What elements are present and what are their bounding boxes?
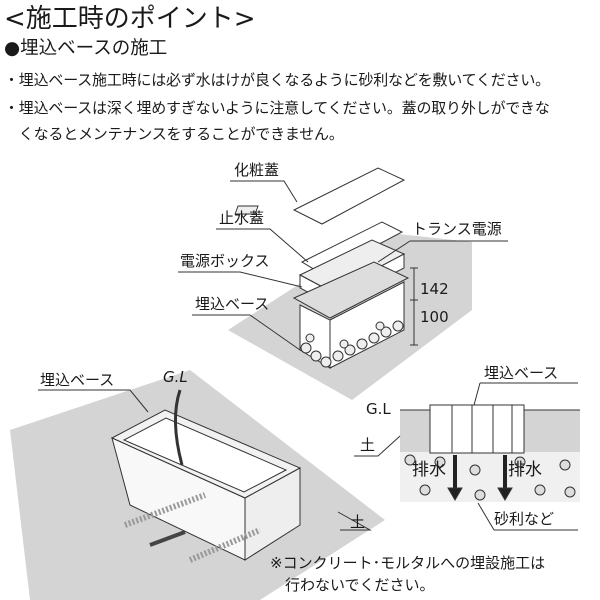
leader-lines	[354, 382, 578, 531]
page-title: <施工時のポイント>	[4, 4, 256, 34]
label-section-gl: G.L	[366, 400, 391, 418]
base-rim	[292, 261, 410, 319]
section-heading: ●埋込ベースの施工	[4, 38, 168, 59]
bullet-item: ・埋込ベースは深く埋めすぎないように注意してください。蓋の取り外しができな	[4, 99, 550, 117]
label-installed-gl: G.L	[163, 368, 188, 386]
label-embedded-base: 埋込ベース	[195, 295, 270, 313]
label-waterproof-lid: 止水蓋	[219, 209, 265, 227]
corrugated-pipes	[123, 492, 262, 563]
embedded-base-section	[429, 404, 525, 454]
label-power-box: 電源ボックス	[180, 252, 270, 270]
label-transformer: トランス電源	[412, 220, 502, 238]
installed-view-illustration	[10, 370, 385, 600]
dimension-142: 142	[420, 280, 449, 298]
drain-arrows	[453, 455, 507, 490]
label-drain-right: 排水	[508, 460, 542, 480]
cable	[173, 389, 184, 466]
label-gravel: 砂利など	[494, 510, 555, 528]
gravel	[300, 320, 404, 368]
base-opening	[122, 417, 288, 493]
dimension-100: 100	[420, 308, 449, 326]
leader-lines	[38, 389, 372, 531]
bullet-item: くなるとメンテナンスをすることができません。	[4, 125, 344, 143]
label-decorative-lid: 化粧蓋	[234, 161, 280, 179]
exploded-view-illustration	[178, 167, 508, 400]
label-installed-base: 埋込ベース	[40, 371, 115, 389]
gravel-stones	[404, 454, 576, 501]
base-side	[244, 467, 301, 561]
cross-section-illustration	[354, 382, 580, 531]
note-line: 行わないでください。	[270, 576, 435, 594]
lid-window	[234, 205, 259, 215]
dimension-lines	[410, 267, 418, 346]
label-section-soil: 土	[360, 436, 376, 454]
label-section-base: 埋込ベース	[484, 364, 559, 382]
note-line: ※コンクリート･モルタルへの埋設施工は	[270, 554, 546, 572]
leader-lines	[178, 180, 508, 351]
label-drain-left: 排水	[412, 460, 446, 480]
pipe	[149, 530, 186, 547]
gravel-area	[400, 452, 580, 502]
label-installed-soil: 土	[350, 513, 366, 531]
decorative-lid	[292, 167, 406, 225]
bullet-item: ・埋込ベース施工時には必ず水はけが良くなるように砂利などを敷いてください。	[4, 71, 550, 89]
